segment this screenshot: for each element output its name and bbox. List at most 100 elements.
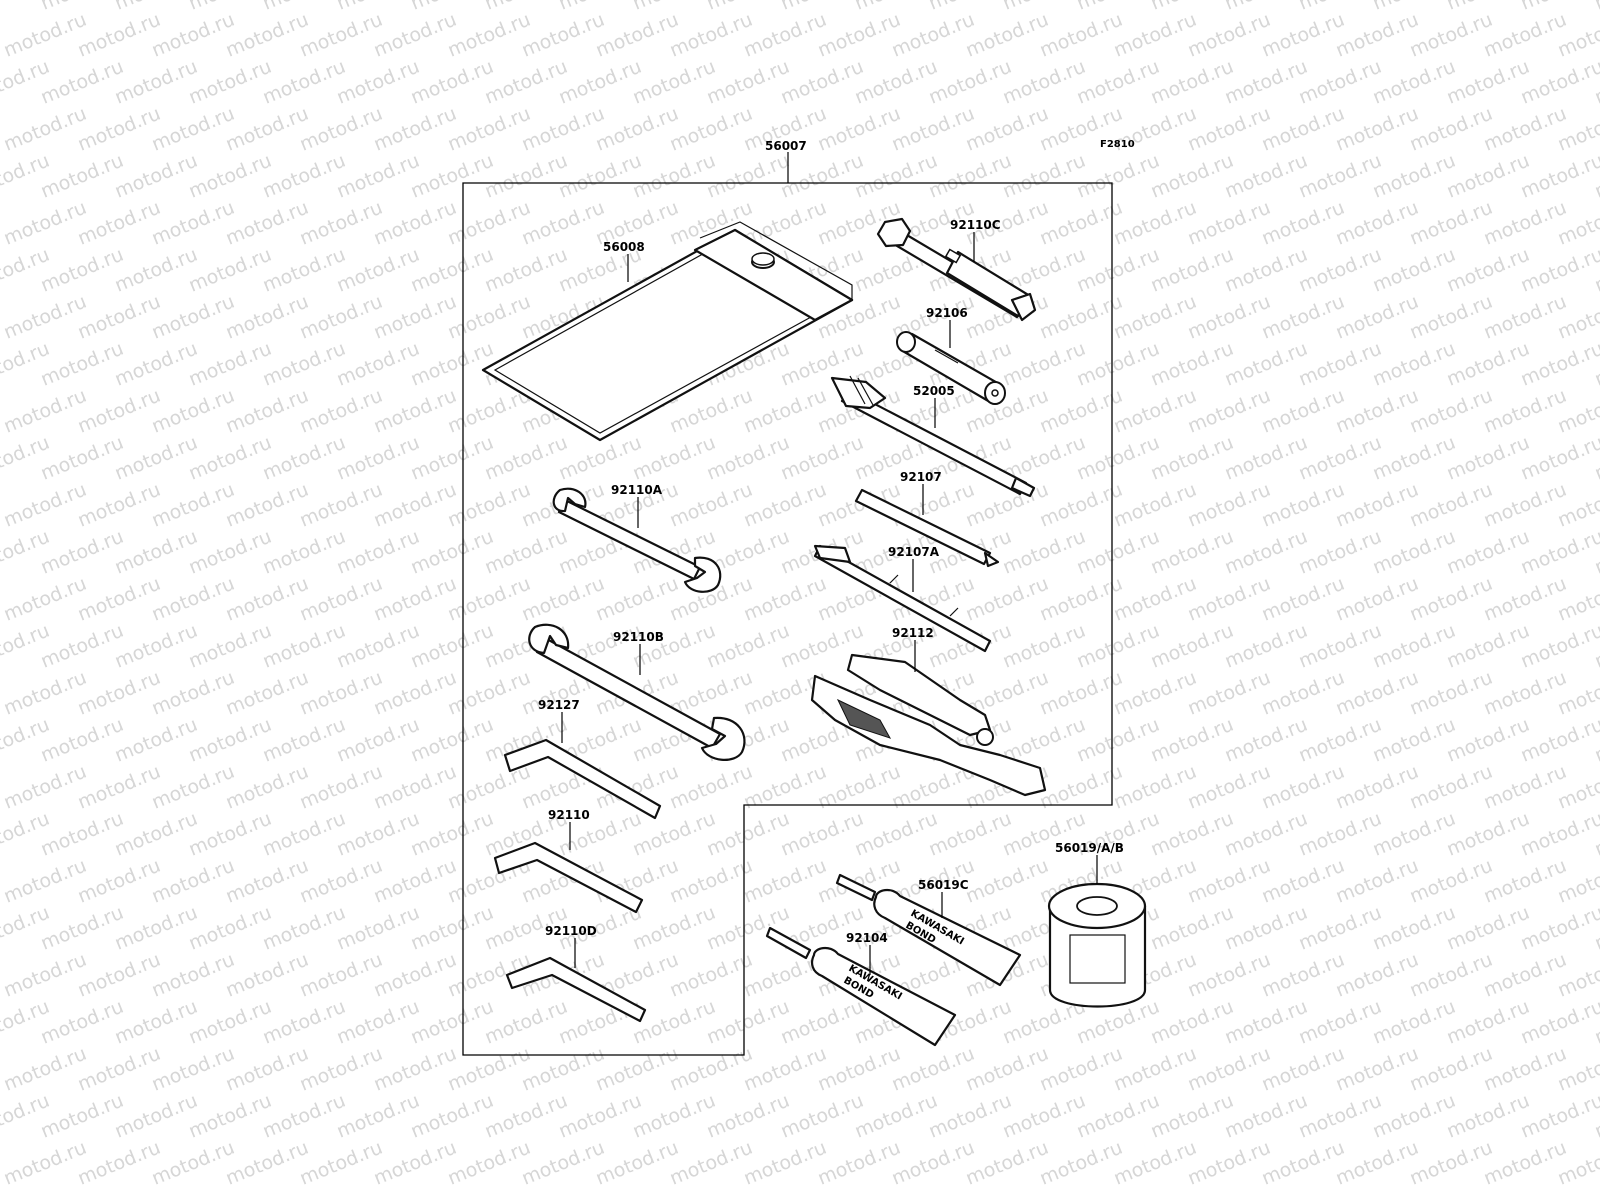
watermark-text: motod.ru (371, 9, 460, 62)
watermark-text: motod.ru (223, 667, 312, 720)
watermark-text: motod.ru (38, 996, 127, 1049)
watermark-text: motod.ru (963, 573, 1052, 626)
watermark-text: motod.ru (778, 808, 867, 861)
watermark-text: motod.ru (223, 1137, 312, 1190)
watermark-text: motod.ru (1185, 385, 1274, 438)
watermark-text: motod.ru (408, 432, 497, 485)
watermark-text: motod.ru (1296, 432, 1385, 485)
watermark-text: motod.ru (1185, 197, 1274, 250)
watermark-text: motod.ru (297, 1043, 386, 1096)
watermark-text: motod.ru (1518, 620, 1600, 673)
watermark-text: motod.ru (334, 808, 423, 861)
watermark-text: motod.ru (1333, 573, 1422, 626)
watermark-text: motod.ru (1222, 902, 1311, 955)
watermark-text: motod.ru (149, 667, 238, 720)
watermark-text: motod.ru (1000, 338, 1089, 391)
watermark-text: motod.ru (1074, 526, 1163, 579)
watermark-text: motod.ru (1111, 573, 1200, 626)
watermark-text: motod.ru (741, 1137, 830, 1190)
watermark-text: motod.ru (1296, 996, 1385, 1049)
watermark-text: motod.ru (1185, 291, 1274, 344)
watermark-text: motod.ru (1370, 526, 1459, 579)
watermark-text: motod.ru (963, 1137, 1052, 1190)
watermark-text: motod.ru (1481, 949, 1570, 1002)
watermark-text: motod.ru (334, 338, 423, 391)
watermark-text: motod.ru (1222, 714, 1311, 767)
watermark-text: motod.ru (112, 150, 201, 203)
watermark-text: motod.ru (334, 714, 423, 767)
watermark-text: motod.ru (1259, 197, 1348, 250)
watermark-text: motod.ru (408, 338, 497, 391)
watermark-text: motod.ru (186, 244, 275, 297)
watermark-text: motod.ru (667, 855, 756, 908)
watermark-text: motod.ru (667, 479, 756, 532)
watermark-text: motod.ru (38, 244, 127, 297)
watermark-text: motod.ru (38, 714, 127, 767)
watermark-text: motod.ru (1185, 479, 1274, 532)
watermark-text: motod.ru (1296, 808, 1385, 861)
watermark-text: motod.ru (75, 855, 164, 908)
watermark-text: motod.ru (1000, 56, 1089, 109)
watermark-text: motod.ru (371, 761, 460, 814)
watermark-text: motod.ru (1333, 385, 1422, 438)
part-label-92127: 92127 (538, 698, 580, 712)
watermark-text: motod.ru (1518, 714, 1600, 767)
watermark-text: motod.ru (1111, 761, 1200, 814)
pliers (810, 653, 1047, 797)
watermark-text: motod.ru (1185, 103, 1274, 156)
watermark-text: motod.ru (1370, 996, 1459, 1049)
watermark-text: motod.ru (149, 291, 238, 344)
watermark-text: motod.ru (926, 150, 1015, 203)
watermark-text: motod.ru (1074, 244, 1163, 297)
watermark-text: motod.ru (1259, 9, 1348, 62)
watermark-text: motod.ru (149, 573, 238, 626)
tool-pouch (481, 221, 854, 442)
watermark-text: motod.ru (371, 103, 460, 156)
watermark-text: motod.ru (1333, 197, 1422, 250)
watermark-text: motod.ru (1444, 902, 1533, 955)
watermark-text: motod.ru (112, 432, 201, 485)
watermark-text: motod.ru (445, 479, 534, 532)
watermark-text: motod.ru (741, 761, 830, 814)
watermark-text: motod.ru (889, 1137, 978, 1190)
watermark-text: motod.ru (593, 1043, 682, 1096)
extension-bar (830, 375, 1036, 498)
watermark-text: motod.ru (852, 150, 941, 203)
watermark-text: motod.ru (112, 902, 201, 955)
watermark-text: motod.ru (445, 291, 534, 344)
watermark-text: motod.ru (1222, 244, 1311, 297)
watermark-text: motod.ru (1481, 291, 1570, 344)
watermark-text: motod.ru (926, 56, 1015, 109)
watermark-text: motod.ru (149, 855, 238, 908)
part-label-92106: 92106 (926, 306, 968, 320)
watermark-text: motod.ru (1148, 338, 1237, 391)
watermark-text: motod.ru (260, 338, 349, 391)
watermark-text: motod.ru (1370, 56, 1459, 109)
watermark-text: motod.ru (1481, 855, 1570, 908)
watermark-text: motod.ru (1481, 573, 1570, 626)
watermark-text: motod.ru (1333, 855, 1422, 908)
watermark-text: motod.ru (1407, 667, 1496, 720)
watermark-text: motod.ru (445, 667, 534, 720)
watermark-text: motod.ru (963, 9, 1052, 62)
watermark-text: motod.ru (112, 56, 201, 109)
hex-key-small (505, 956, 647, 1023)
watermark-text: motod.ru (482, 150, 571, 203)
watermark-text: motod.ru (667, 949, 756, 1002)
watermark-text: motod.ru (371, 197, 460, 250)
watermark-text: motod.ru (1222, 56, 1311, 109)
watermark-text: motod.ru (149, 9, 238, 62)
watermark-text: motod.ru (519, 1137, 608, 1190)
watermark-text: motod.ru (408, 56, 497, 109)
watermark-text: motod.ru (297, 761, 386, 814)
watermark-text: motod.ru (1, 291, 90, 344)
watermark-text: motod.ru (408, 620, 497, 673)
watermark-text: motod.ru (1148, 620, 1237, 673)
watermark-text: motod.ru (1259, 1043, 1348, 1096)
watermark-text: motod.ru (1259, 291, 1348, 344)
watermark-text: motod.ru (1444, 620, 1533, 673)
watermark-text: motod.ru (408, 714, 497, 767)
watermark-text: motod.ru (1518, 526, 1600, 579)
watermark-text: motod.ru (445, 9, 534, 62)
